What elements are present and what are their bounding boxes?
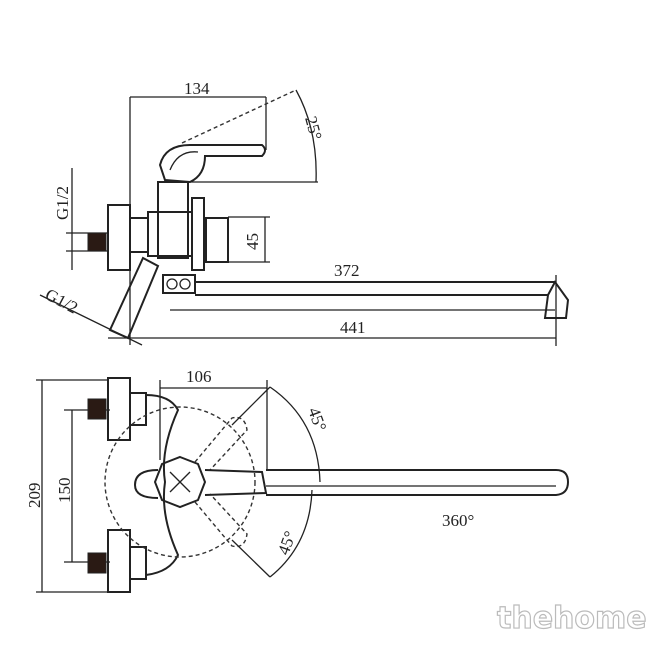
- lever-detail: [169, 151, 199, 171]
- aerator: [543, 280, 570, 319]
- dim-106-label: 106: [186, 367, 212, 386]
- dim-360-label: 360°: [442, 511, 474, 530]
- nut-bottom: [129, 546, 147, 580]
- wall-flange: [107, 204, 131, 271]
- spout-swivel: [162, 274, 196, 294]
- outlet-connector: [205, 217, 229, 263]
- dim-25-label: 25°: [301, 114, 326, 142]
- lever-handle-top: [204, 469, 268, 496]
- side-view: 134 25° G1/2 45 372: [39, 79, 570, 346]
- inlet-connector-bottom: [87, 552, 107, 574]
- angle-arc-bottom: [269, 489, 313, 578]
- body-side: [191, 197, 205, 271]
- watermark-logo: thehome: [497, 601, 647, 636]
- nut-top: [129, 392, 147, 426]
- angle-arc-25: [295, 89, 317, 183]
- lever-handle: [158, 144, 266, 184]
- dim-134-label: 134: [184, 79, 210, 98]
- angle-line: [231, 539, 271, 578]
- dim-209-label: 209: [25, 483, 44, 509]
- angle-arc-top: [269, 386, 321, 483]
- mixer-body: [147, 211, 193, 257]
- dim-441-label: 441: [340, 318, 366, 337]
- dim-45-bottom-label: 45°: [274, 528, 300, 557]
- dim-45-label: 45: [243, 233, 262, 250]
- top-view: 209 150 106 45° 45°: [25, 367, 570, 593]
- wall-flange-top: [107, 377, 131, 441]
- dim-372-label: 372: [334, 261, 360, 280]
- thread-wall-label: G1/2: [53, 186, 72, 220]
- inlet-connector: [87, 232, 107, 252]
- hex-nut: [153, 455, 207, 509]
- center-mark: [169, 471, 191, 493]
- mixer-body-outline: [145, 394, 180, 576]
- body-rear: [133, 469, 159, 499]
- swivel-detail: [179, 278, 191, 290]
- swivel-detail: [166, 278, 178, 290]
- inlet-connector-top: [87, 398, 107, 420]
- wall-flange-bottom: [107, 529, 131, 593]
- spout-top-view: [266, 469, 570, 496]
- lever-right-dashed: [194, 493, 248, 548]
- dim-150-label: 150: [55, 478, 74, 504]
- angle-line: [231, 386, 271, 426]
- rotation-dashed-circle: [104, 406, 256, 558]
- nut: [129, 217, 149, 253]
- body-column: [157, 181, 189, 259]
- dim-line-hose-thread: [39, 294, 143, 346]
- lever-left-dashed: [194, 416, 248, 471]
